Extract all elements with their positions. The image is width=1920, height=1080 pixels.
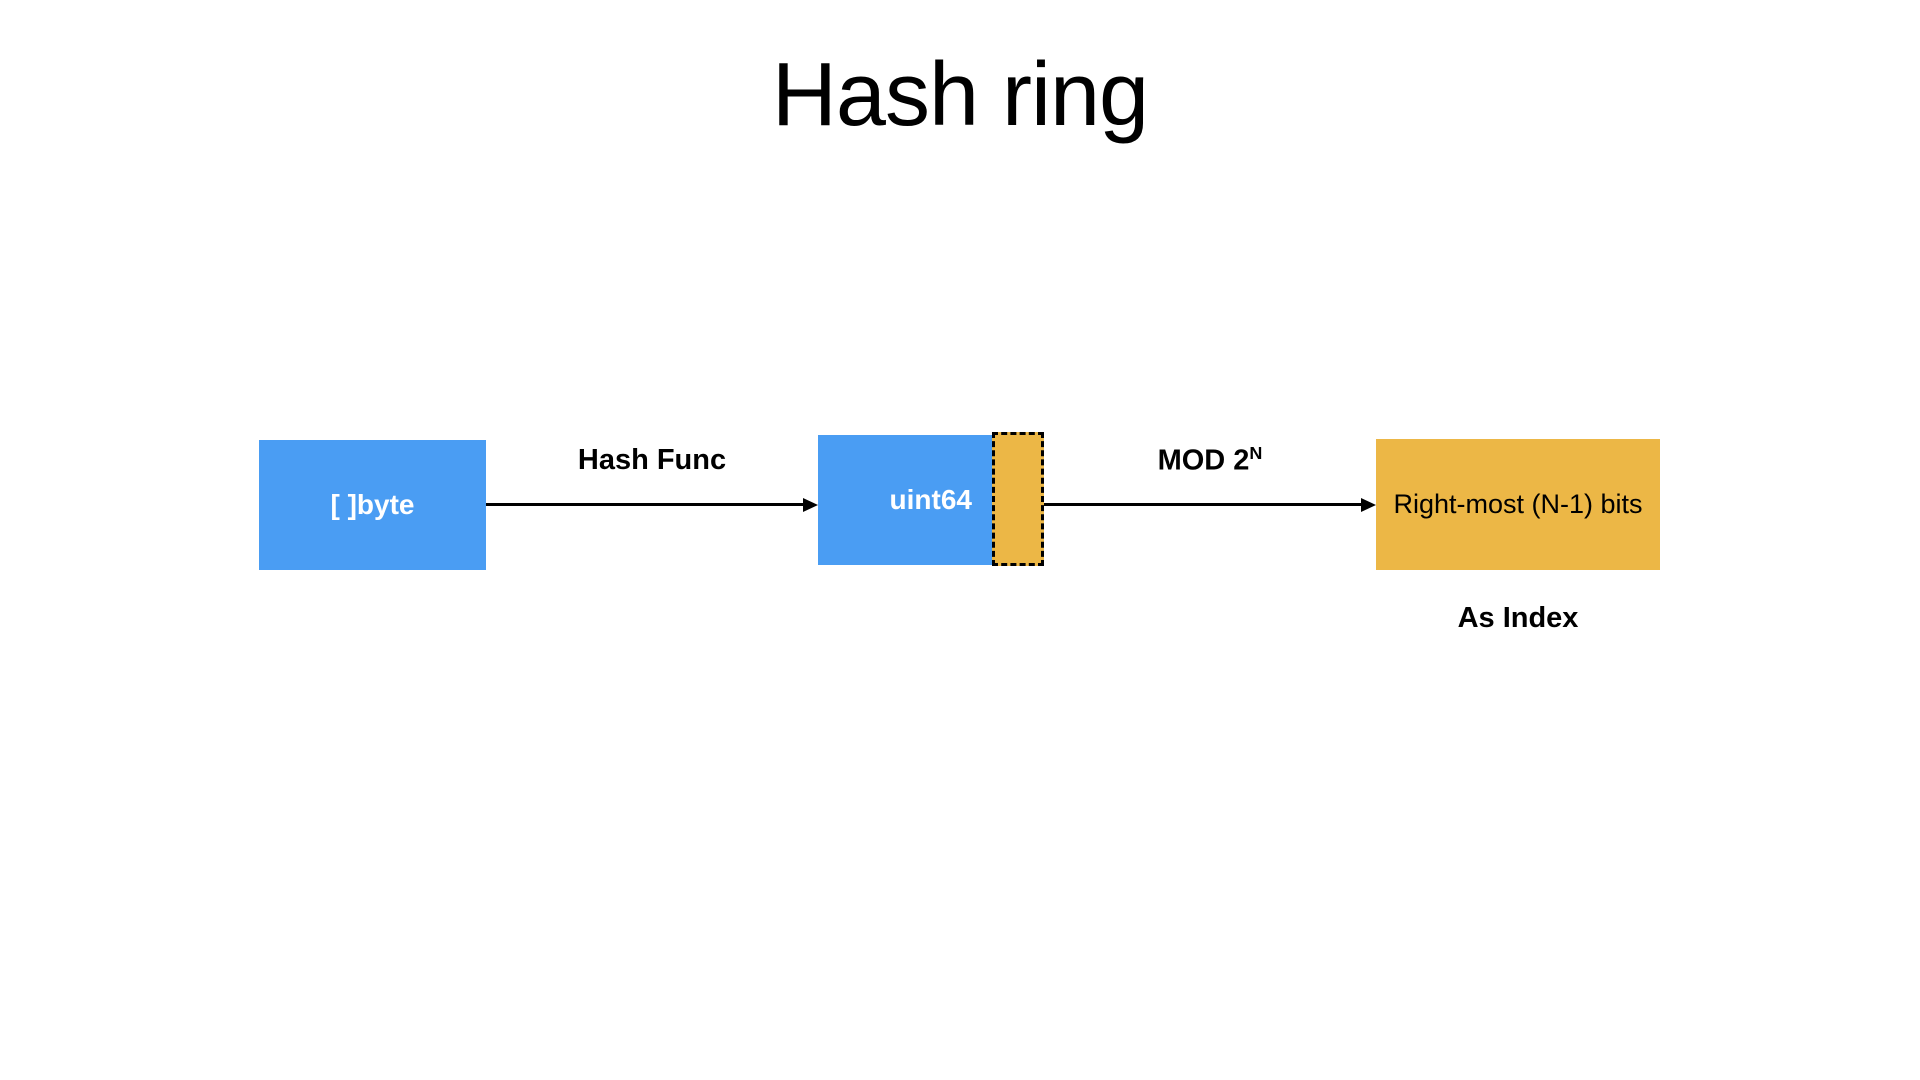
- arrow-mod-label-exponent: N: [1249, 443, 1263, 463]
- node-mask-segment: [992, 432, 1044, 566]
- arrow-hash-func-label: Hash Func: [577, 444, 727, 476]
- node-uint64-label: uint64: [889, 484, 972, 515]
- arrow-mod-head-icon: [1361, 497, 1376, 512]
- node-byte-slice: [ ]byte: [259, 440, 486, 570]
- node-byte-slice-label: [ ]byte: [330, 489, 415, 520]
- arrow-hash-func-head-icon: [803, 497, 818, 512]
- node-result: Right-most (N-1) bits: [1376, 439, 1660, 570]
- page-title: Hash ring: [771, 45, 1149, 145]
- node-uint64: uint64: [818, 435, 992, 565]
- node-result-label: Right-most (N-1) bits: [1393, 489, 1643, 519]
- arrow-mod-label: MOD 2N: [1044, 443, 1376, 478]
- arrow-mod-line: [1044, 503, 1364, 506]
- result-caption: As Index: [1457, 602, 1579, 634]
- arrow-hash-func-line: [486, 503, 806, 506]
- arrow-mod-label-base: MOD 2: [1157, 444, 1250, 477]
